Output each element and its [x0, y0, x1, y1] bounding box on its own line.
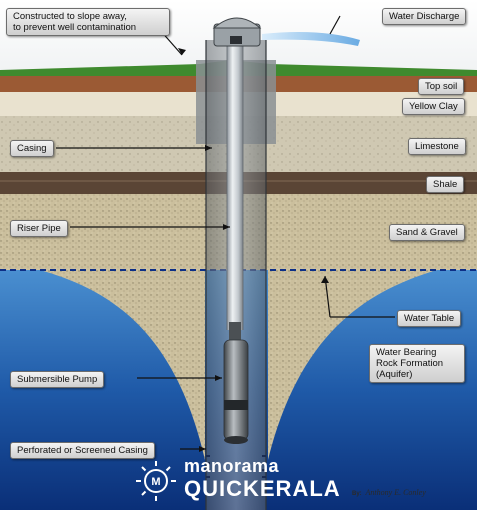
label-aquifer-line1: Water Bearing — [376, 347, 437, 358]
riser-pipe — [227, 40, 243, 330]
water-discharge-spray — [262, 32, 360, 46]
label-aquifer-line3: (Aquifer) — [376, 369, 413, 380]
artist-credit: By: Anthony E. Conley — [352, 488, 426, 497]
brand-logo-icon: M — [136, 461, 176, 501]
label-shale: Shale — [426, 176, 465, 193]
label-slope-away: Constructed to slope away, to prevent we… — [6, 8, 170, 36]
label-riser-pipe: Riser Pipe — [10, 220, 68, 237]
cone-of-depression — [40, 270, 205, 460]
label-casing: Casing — [10, 140, 54, 157]
label-slope-line1: Constructed to slope away, — [13, 11, 127, 22]
credit-by: By: — [352, 491, 362, 497]
label-submersible-pump: Submersible Pump — [10, 371, 105, 388]
brand-watermark: M manorama QUICKERALA — [132, 455, 362, 505]
pump-coupling — [229, 322, 241, 340]
label-aquifer-line2: Rock Formation — [376, 358, 444, 369]
credit-name: Anthony E. Conley — [365, 488, 426, 497]
label-water-table: Water Table — [397, 310, 462, 327]
label-water-discharge: Water Discharge — [382, 8, 467, 25]
label-slope-line2: to prevent well contamination — [13, 22, 137, 33]
label-yellow-clay: Yellow Clay — [402, 98, 465, 115]
label-limestone: Limestone — [408, 138, 466, 155]
label-top-soil: Top soil — [418, 78, 465, 95]
brand-name-bottom: QUICKERALA — [184, 476, 341, 501]
brand-logo-letter: M — [151, 476, 160, 488]
label-sand-gravel: Sand & Gravel — [389, 224, 465, 241]
casing-perforations — [206, 455, 266, 478]
submersible-pump — [223, 339, 249, 441]
brand-name-top: manorama — [184, 456, 280, 476]
label-perforated-casing: Perforated or Screened Casing — [10, 442, 155, 459]
label-aquifer: Water Bearing Rock Formation (Aquifer) — [369, 344, 465, 383]
